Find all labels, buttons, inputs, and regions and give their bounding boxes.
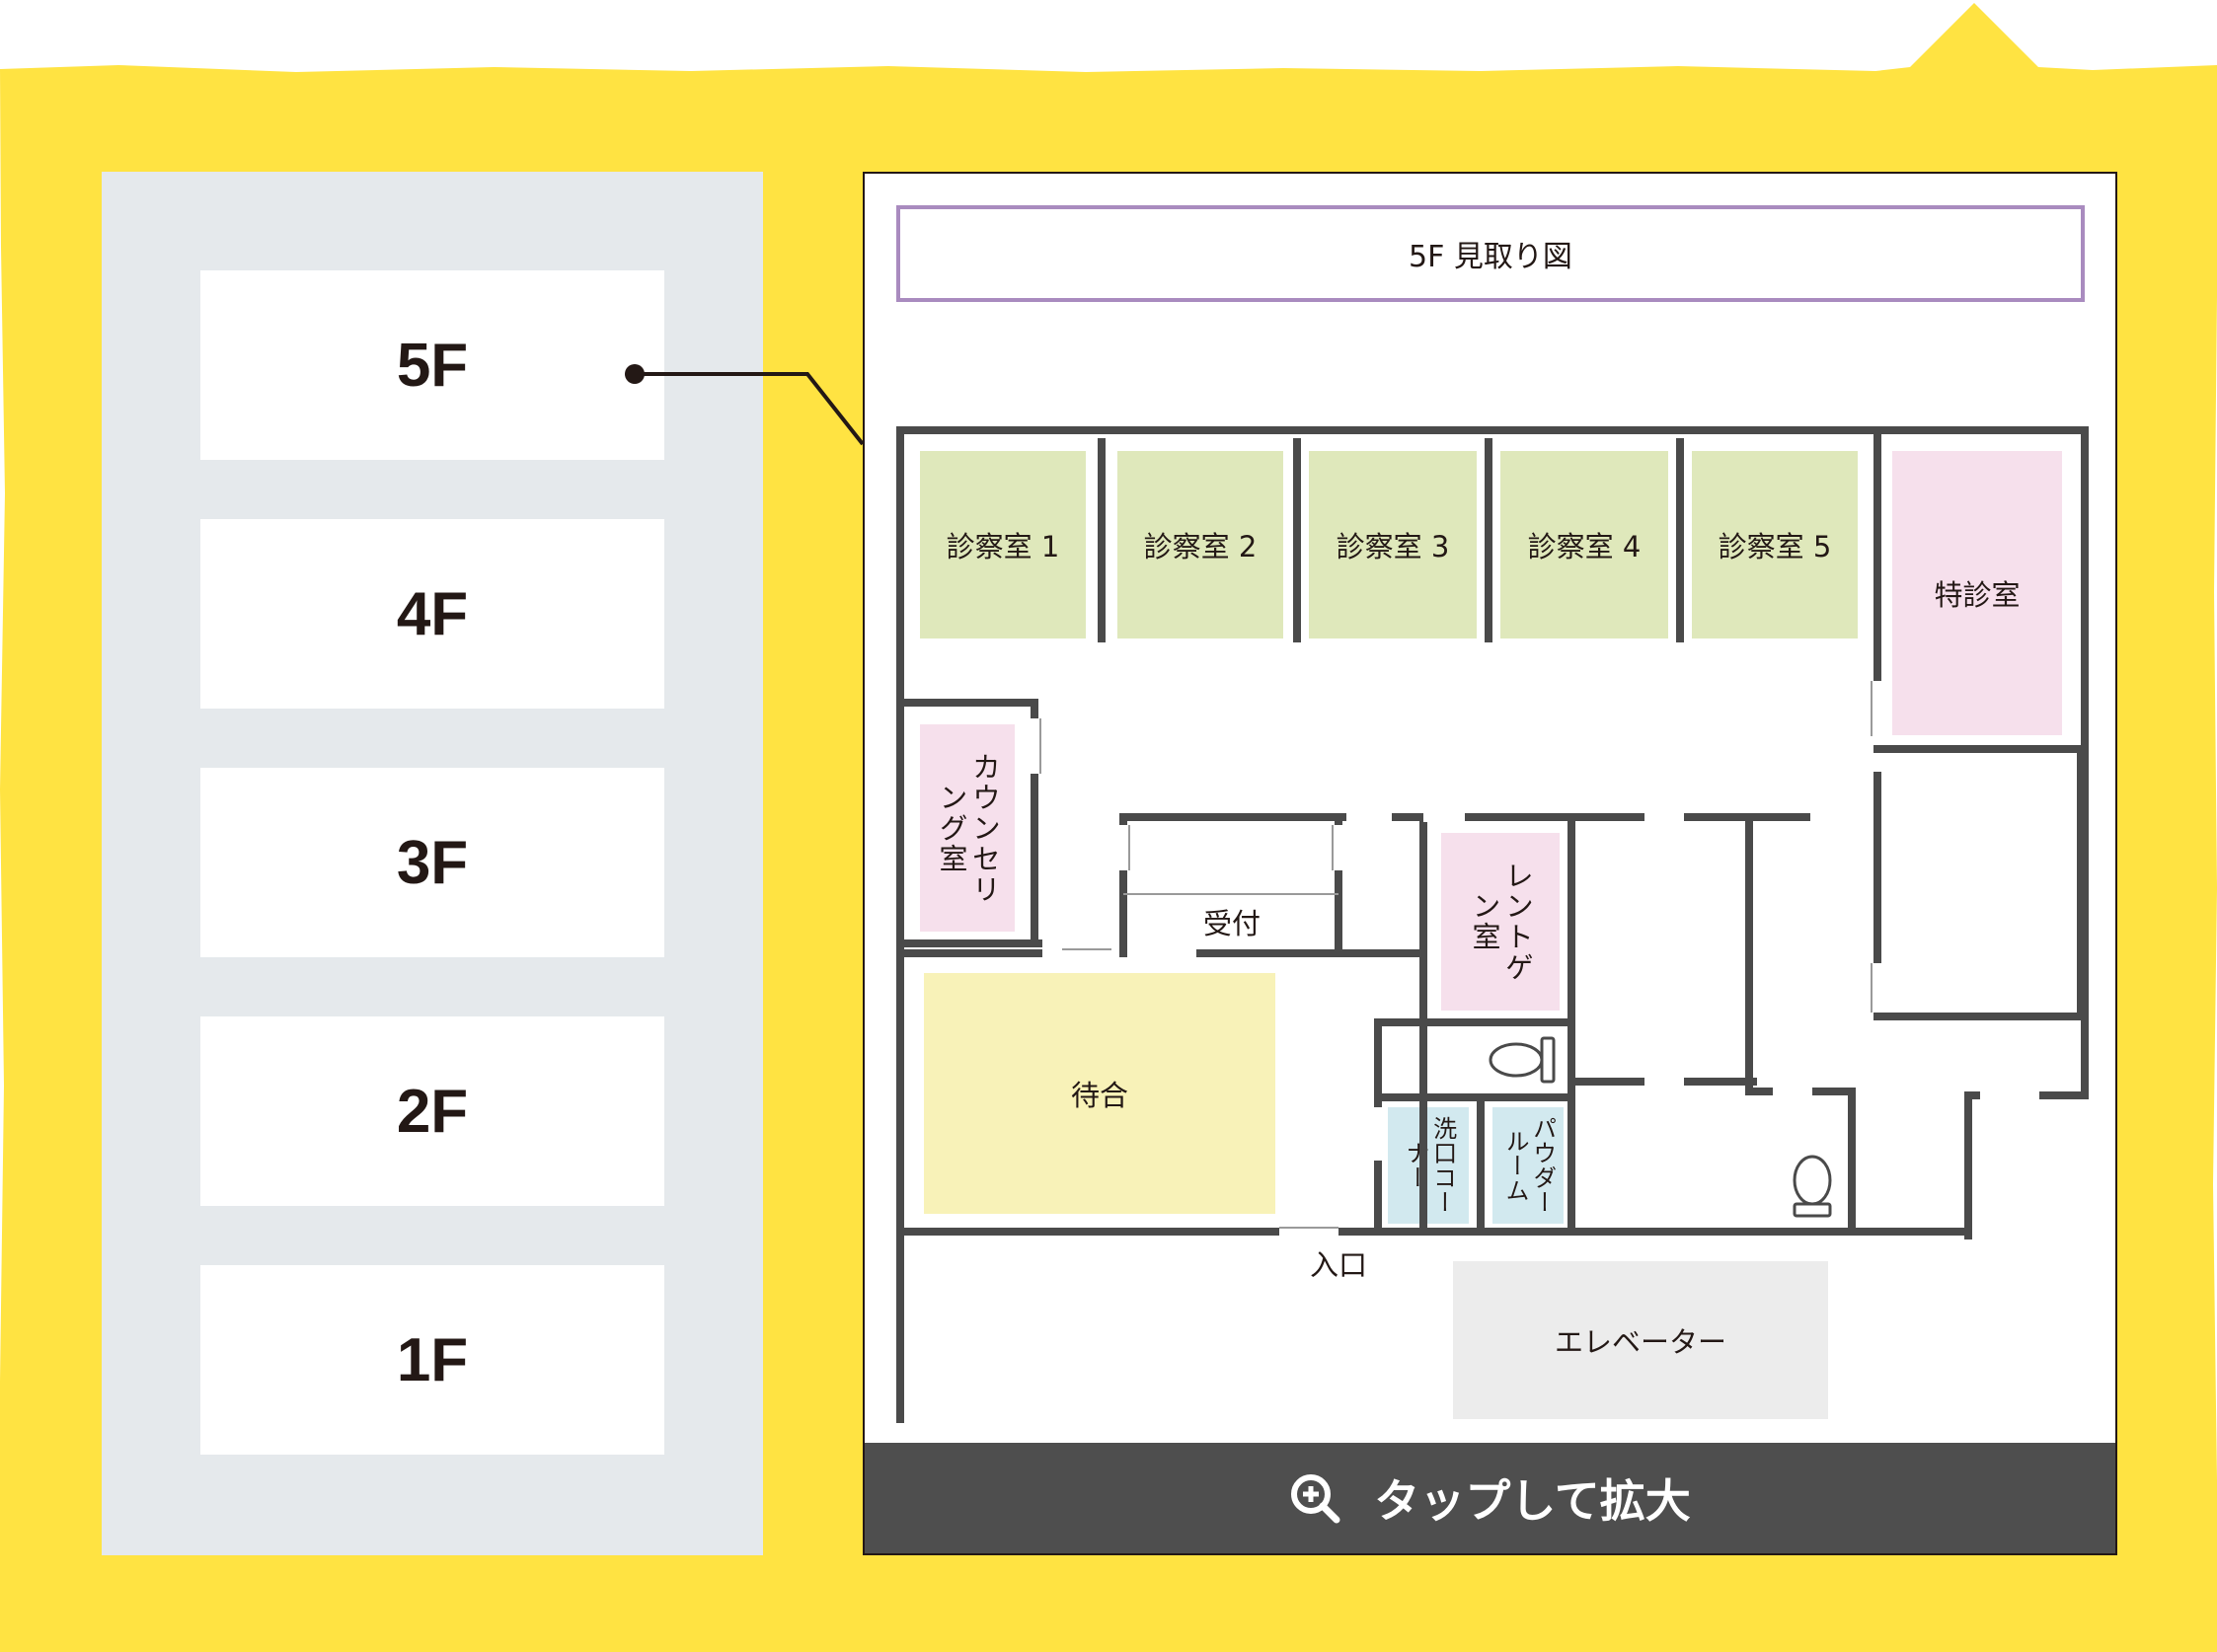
room-exam-1-label: 診察室 1 bbox=[946, 530, 1060, 563]
room-xray: レントゲン室 bbox=[1441, 833, 1560, 1011]
room-powder-label: パウダールーム bbox=[1501, 1116, 1557, 1215]
entrance-marker: 入口 bbox=[1279, 1241, 1398, 1285]
room-exam-3: 診察室 3 bbox=[1309, 451, 1477, 638]
room-exam-1: 診察室 1 bbox=[920, 451, 1086, 638]
tap-to-zoom-label: タップして拡大 bbox=[1374, 1474, 1691, 1528]
room-reception-label: 受付 bbox=[1202, 907, 1261, 940]
floor-button-3f[interactable]: 3F bbox=[200, 768, 664, 957]
floor-button-4f[interactable]: 4F bbox=[200, 519, 664, 709]
room-waiting: 待合 bbox=[924, 973, 1275, 1214]
room-waiting-label: 待合 bbox=[1070, 1079, 1128, 1112]
floor-selector-panel: 5F 4F 3F 2F 1F bbox=[102, 172, 763, 1555]
map-title-text: 5F 見取り図 bbox=[1409, 240, 1572, 274]
room-washing-label: 洗口コーナー bbox=[1402, 1116, 1457, 1215]
room-exam-2-label: 診察室 2 bbox=[1143, 530, 1258, 563]
tap-to-zoom-button[interactable]: タップして拡大 bbox=[865, 1443, 2115, 1553]
room-exam-5: 診察室 5 bbox=[1692, 451, 1858, 638]
room-exam-4-label: 診察室 4 bbox=[1527, 530, 1642, 563]
floor-button-1f[interactable]: 1F bbox=[200, 1265, 664, 1455]
floor-button-2f[interactable]: 2F bbox=[200, 1016, 664, 1206]
floor-button-5f[interactable]: 5F bbox=[200, 270, 664, 460]
room-reception: 受付 bbox=[1133, 892, 1331, 951]
room-counseling: カウンセリング室 bbox=[920, 724, 1015, 932]
room-xray-label: レントゲン室 bbox=[1468, 861, 1535, 983]
floor-map-panel: 5F 見取り図 診察室 1 診察室 2 診察室 3 診察室 4 診察室 5 特診… bbox=[863, 172, 2117, 1555]
elevator-label: エレベーター bbox=[1554, 1325, 1726, 1359]
room-exam-2: 診察室 2 bbox=[1117, 451, 1283, 638]
room-powder-room: パウダールーム bbox=[1492, 1107, 1564, 1224]
room-special-exam: 特診室 bbox=[1892, 451, 2062, 735]
entrance-label: 入口 bbox=[1309, 1248, 1367, 1282]
room-exam-3-label: 診察室 3 bbox=[1336, 530, 1450, 563]
elevator: エレベーター bbox=[1453, 1261, 1828, 1419]
room-exam-5-label: 診察室 5 bbox=[1718, 530, 1832, 563]
map-title: 5F 見取り図 bbox=[896, 205, 2085, 302]
zoom-in-icon bbox=[1289, 1472, 1340, 1524]
room-counseling-label: カウンセリング室 bbox=[935, 751, 1002, 905]
room-exam-4: 診察室 4 bbox=[1500, 451, 1668, 638]
room-special-exam-label: 特診室 bbox=[1934, 578, 2021, 612]
room-washing-corner: 洗口コーナー bbox=[1388, 1107, 1469, 1224]
